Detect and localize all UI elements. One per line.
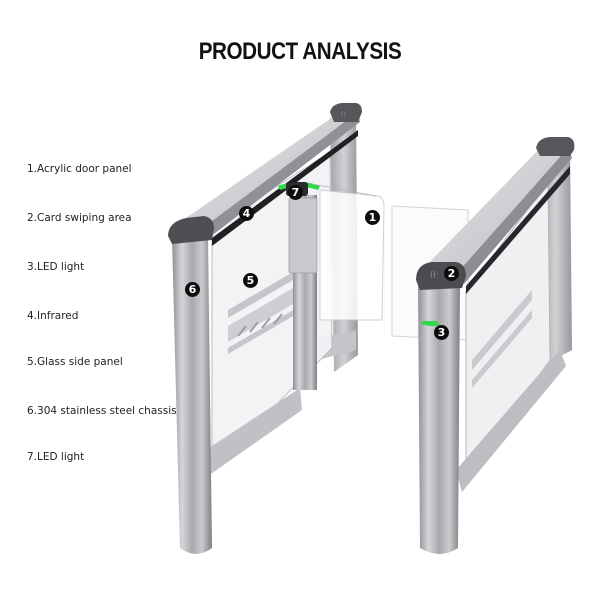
- callout-card-swiping-area: 2: [444, 266, 459, 281]
- legend-item-steel-chassis: 6.304 stainless steel chassis: [27, 405, 177, 417]
- legend-item-card-swiping-area: 2.Card swiping area: [27, 212, 132, 224]
- svg-text:((·: ((·: [341, 111, 348, 118]
- callout-led-light-7: 7: [288, 185, 303, 200]
- callout-steel-chassis: 6: [185, 282, 200, 297]
- callout-infrared: 4: [239, 206, 254, 221]
- callout-glass-side-panel: 5: [243, 273, 258, 288]
- callout-led-light-3: 3: [434, 325, 449, 340]
- legend-item-led-light-7: 7.LED light: [27, 451, 85, 463]
- left-gate: ((·: [168, 103, 362, 554]
- legend-item-led-light-3: 3.LED light: [27, 261, 85, 273]
- legend-item-infrared: 4.Infrared: [27, 310, 79, 322]
- right-gate: ((·: [416, 137, 575, 554]
- legend-item-acrylic-door-panel: 1.Acrylic door panel: [27, 163, 132, 175]
- legend-item-glass-side-panel: 5.Glass side panel: [27, 356, 123, 368]
- callout-acrylic-door-panel: 1: [365, 210, 380, 225]
- svg-text:((·: ((·: [430, 270, 439, 279]
- page-title: PRODUCT ANALYSIS: [198, 38, 402, 65]
